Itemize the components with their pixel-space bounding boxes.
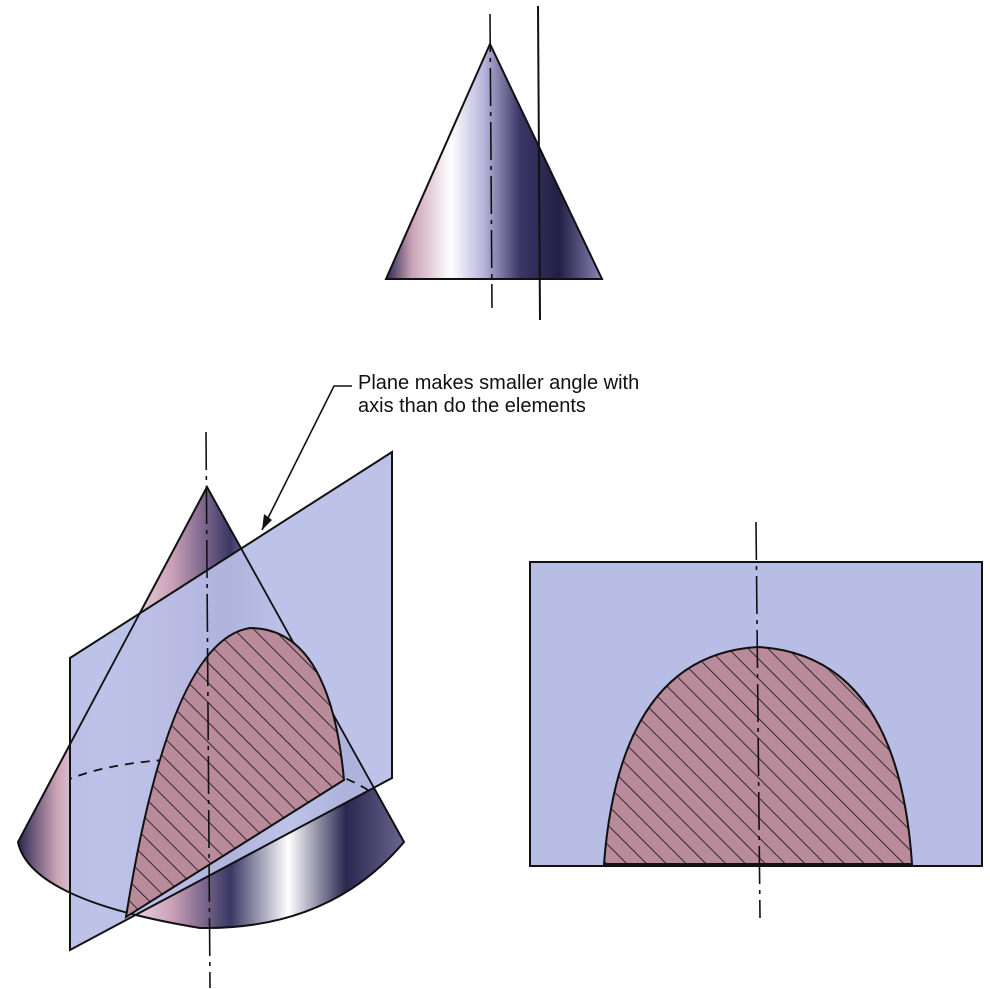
top-cone-view bbox=[384, 5, 604, 321]
pictorial-cone-axis bbox=[205, 431, 211, 989]
section-axis bbox=[755, 521, 761, 919]
top-cone-axis bbox=[489, 13, 493, 309]
pictorial-cone-with-plane bbox=[16, 431, 406, 989]
top-cutting-plane-edge bbox=[537, 5, 541, 321]
top-cone-body bbox=[384, 41, 604, 280]
annotation-line-2: axis than do the elements bbox=[358, 395, 586, 417]
callout-leader bbox=[261, 385, 352, 531]
true-size-section-view bbox=[529, 521, 983, 919]
plane-annotation: Plane makes smaller angle with axis than… bbox=[358, 372, 778, 418]
annotation-line-1: Plane makes smaller angle with bbox=[358, 372, 640, 394]
pictorial-parabola-section bbox=[124, 626, 346, 920]
